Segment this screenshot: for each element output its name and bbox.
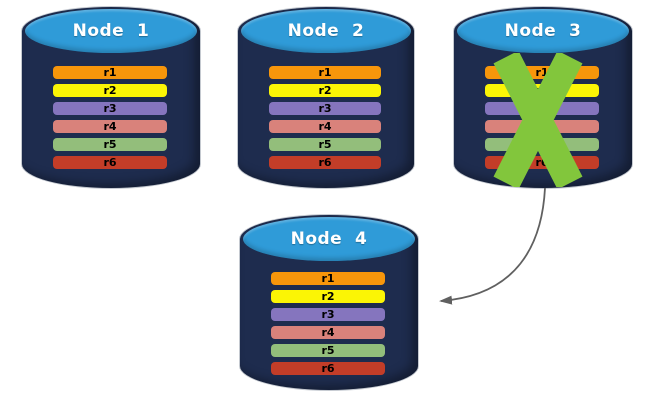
db-cylinder-top: Node 1 — [25, 9, 197, 53]
replica-r6: r6 — [269, 156, 381, 169]
replica-r4: r4 — [269, 120, 381, 133]
replica-list: r1 r2 r3 r4 r5 r6 — [271, 272, 385, 375]
node-4: Node 4 r1 r2 r3 r4 r5 r6 — [240, 215, 418, 390]
node-title: Node 2 — [287, 21, 365, 41]
replica-r2: r2 — [271, 290, 385, 303]
node-title: Node 3 — [504, 21, 582, 41]
replica-r3: r3 — [269, 102, 381, 115]
replica-r1: r1 — [269, 66, 381, 79]
db-cylinder-top: Node 2 — [241, 9, 411, 53]
node-2: Node 2 r1 r2 r3 r4 r5 r6 — [238, 7, 414, 188]
replica-r5: r5 — [269, 138, 381, 151]
replica-r5: r5 — [271, 344, 385, 357]
replica-r4: r4 — [53, 120, 167, 133]
node-title: Node 4 — [290, 229, 368, 249]
replica-r3: r3 — [271, 308, 385, 321]
failure-x-icon — [493, 53, 583, 187]
replica-list: r1 r2 r3 r4 r5 r6 — [53, 66, 167, 169]
replica-r2: r2 — [269, 84, 381, 97]
replica-r6: r6 — [271, 362, 385, 375]
replica-list: r1 r2 r3 r4 r5 r6 — [269, 66, 381, 169]
replica-r6: r6 — [53, 156, 167, 169]
db-cylinder-top: Node 4 — [243, 217, 415, 261]
replica-r5: r5 — [53, 138, 167, 151]
replica-r2: r2 — [53, 84, 167, 97]
failover-arrow-path — [439, 187, 546, 305]
failover-arrow — [439, 187, 546, 305]
replica-r1: r1 — [271, 272, 385, 285]
node-3: Node 3 r1 r2 r3 r4 r5 r6 — [454, 7, 632, 188]
replica-r1: r1 — [53, 66, 167, 79]
node-title: Node 1 — [72, 21, 150, 41]
replica-r3: r3 — [53, 102, 167, 115]
db-cylinder-top: Node 3 — [457, 9, 629, 53]
replica-r4: r4 — [271, 326, 385, 339]
node-1: Node 1 r1 r2 r3 r4 r5 r6 — [22, 7, 200, 188]
